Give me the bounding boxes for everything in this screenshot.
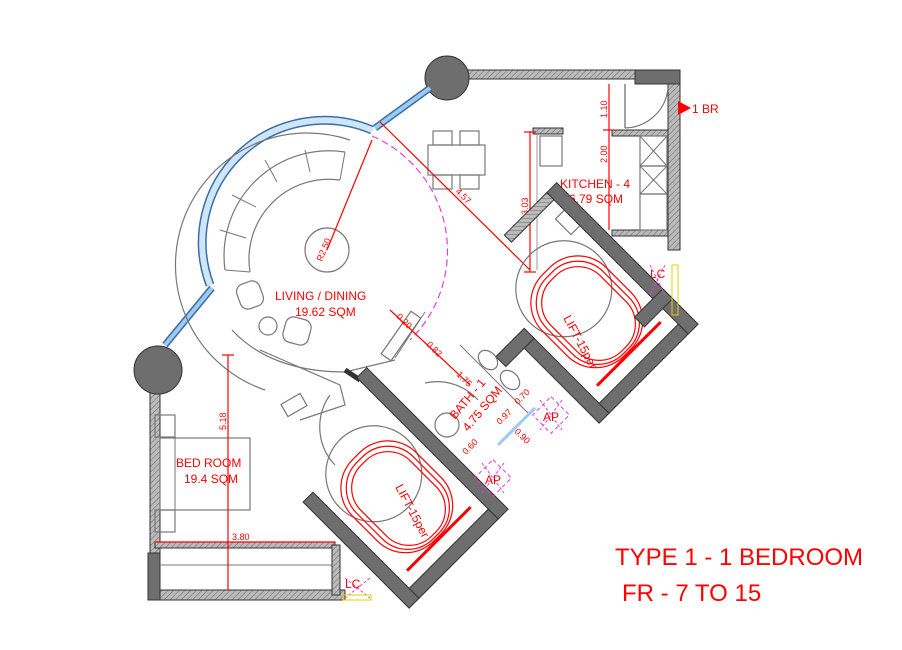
kitchen-depth-dimension: 2.00 (599, 145, 609, 163)
lift-label-upper: LIFT-15per (560, 313, 600, 371)
radius-dimension: R2.50 (315, 237, 333, 263)
bath-fixtures (424, 344, 537, 447)
dimension-090: 0.90 (513, 426, 532, 445)
column (133, 345, 183, 395)
living-name: LIVING / DINING (275, 289, 366, 303)
lift-core-lower (302, 367, 509, 609)
lift-core-upper (495, 182, 699, 424)
exterior-walls (133, 55, 681, 601)
plan-subtitle: FR - 7 TO 15 (622, 580, 761, 607)
bed (154, 394, 336, 533)
lift-label-lower: LIFT-15per (392, 482, 432, 540)
dining-table (427, 130, 486, 190)
dimension-060: 0.60 (460, 437, 479, 456)
dimension-082: 0.82 (425, 339, 444, 358)
kitchen-length-dimension: 3.03 (520, 197, 530, 215)
kitchen-area: 6.79 SQM (569, 192, 623, 206)
living-furniture (174, 132, 426, 421)
lc-upper (649, 264, 679, 316)
plan-title: TYPE 1 - 1 BEDROOM (615, 544, 863, 571)
shaft-label-upper: AP (543, 410, 559, 424)
bedroom-width-dimension: 3.80 (232, 532, 250, 542)
entry-door (624, 84, 669, 129)
bedroom-length-dimension: 5.18 (218, 412, 228, 430)
entry-dimension: 1.10 (599, 100, 609, 118)
entry-marker-label: 1 BR (692, 102, 719, 116)
shaft-lower (473, 458, 513, 498)
lc-label-upper: LC (650, 267, 666, 281)
column (424, 55, 470, 101)
radius-arc (371, 135, 449, 341)
lc-label-lower: LC (345, 577, 361, 591)
shaft-upper (531, 395, 571, 435)
living-area: 19.62 SQM (295, 305, 356, 319)
entry-marker-icon (678, 101, 691, 115)
shaft-label-lower: AP (485, 473, 501, 487)
dimension-020: 0.20 (395, 311, 414, 330)
bedroom-name: BED ROOM (176, 456, 241, 470)
lc-lower (342, 577, 372, 601)
kitchen-name: KITCHEN - 4 (560, 177, 630, 191)
bedroom-area: 19.4 SQM (184, 472, 238, 486)
glazing (162, 85, 433, 348)
dimension-097: 0.97 (494, 407, 513, 426)
